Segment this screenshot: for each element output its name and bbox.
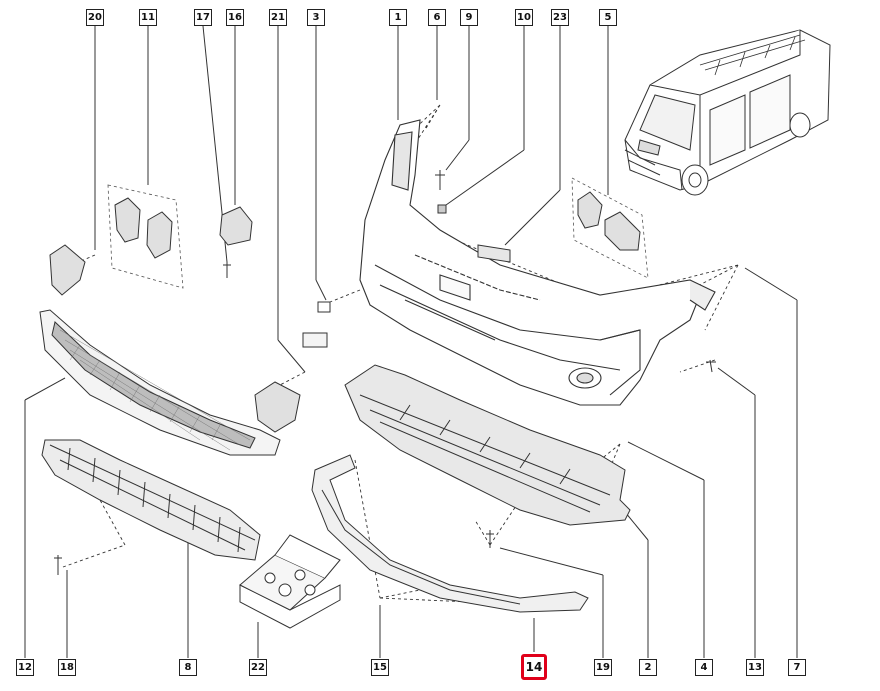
callout-9[interactable]: 9 bbox=[460, 9, 478, 26]
callout-16[interactable]: 16 bbox=[226, 9, 244, 26]
callout-22[interactable]: 22 bbox=[249, 659, 267, 676]
callout-23[interactable]: 23 bbox=[551, 9, 569, 26]
callout-10[interactable]: 10 bbox=[515, 9, 533, 26]
callout-4[interactable]: 4 bbox=[695, 659, 713, 676]
bracket-21-part bbox=[254, 381, 301, 433]
bracket-16-part bbox=[219, 206, 253, 246]
undertray-part bbox=[344, 364, 631, 526]
callout-8[interactable]: 8 bbox=[179, 659, 197, 676]
fixing-kit-box-part bbox=[239, 534, 341, 629]
callout-3[interactable]: 3 bbox=[307, 9, 325, 26]
callout-14[interactable]: 14 bbox=[521, 654, 547, 680]
callout-1[interactable]: 1 bbox=[389, 9, 407, 26]
bracket-20-part bbox=[49, 244, 86, 296]
callout-18[interactable]: 18 bbox=[58, 659, 76, 676]
callout-2[interactable]: 2 bbox=[639, 659, 657, 676]
van-illustration bbox=[624, 29, 831, 196]
callout-7[interactable]: 7 bbox=[788, 659, 806, 676]
callout-17[interactable]: 17 bbox=[194, 9, 212, 26]
callout-13[interactable]: 13 bbox=[746, 659, 764, 676]
clip-3-part bbox=[302, 301, 331, 348]
front-bumper-part bbox=[359, 119, 716, 406]
impact-absorber-part bbox=[41, 439, 261, 561]
bracket-11-part bbox=[114, 197, 173, 259]
lower-spoiler-part bbox=[311, 454, 589, 613]
callout-6[interactable]: 6 bbox=[428, 9, 446, 26]
callout-20[interactable]: 20 bbox=[86, 9, 104, 26]
callout-11[interactable]: 11 bbox=[139, 9, 157, 26]
label-23-part bbox=[477, 244, 511, 263]
callout-15[interactable]: 15 bbox=[371, 659, 389, 676]
callout-19[interactable]: 19 bbox=[594, 659, 612, 676]
callout-12[interactable]: 12 bbox=[16, 659, 34, 676]
callout-21[interactable]: 21 bbox=[269, 9, 287, 26]
callout-5[interactable]: 5 bbox=[599, 9, 617, 26]
grille-part bbox=[39, 309, 281, 456]
bracket-5-part bbox=[577, 191, 641, 251]
